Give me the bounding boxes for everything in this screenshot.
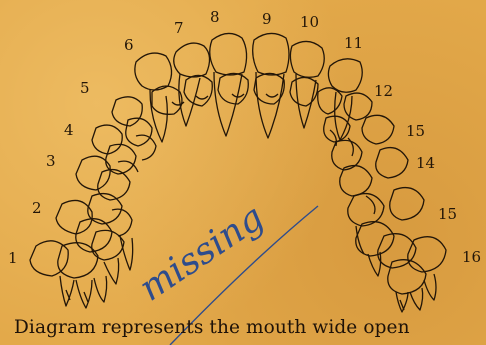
tooth-crown-16 [408,237,446,272]
tooth-number-4: 4 [64,121,74,139]
tooth-crown-2 [56,200,92,234]
tooth-number-6: 6 [124,36,134,54]
tooth-number-11: 11 [344,34,363,52]
tooth-crown-9 [253,33,289,75]
tooth-crown-3 [76,156,110,190]
front-teeth [135,33,362,142]
tooth-crown-7 [174,43,210,77]
tooth-number-2: 2 [32,199,42,217]
tooth-crown-13 [362,115,394,144]
tooth-number-1: 1 [8,249,18,267]
tooth-crown-11 [328,59,362,92]
right-teeth [324,93,446,312]
diagram-caption: Diagram represents the mouth wide open [14,317,410,338]
tooth-crown-10 [290,41,324,77]
tooth-crown-8 [210,33,247,75]
tooth-number-10: 10 [300,13,319,31]
tooth-number-5: 5 [80,79,90,97]
tooth-number-3: 3 [46,152,56,170]
tooth-number-16: 16 [462,248,481,266]
tooth-number-14: 14 [416,154,435,172]
tooth-number-12: 12 [374,82,393,100]
handwritten-missing: missing [132,197,271,309]
tooth-crown-14 [376,148,408,178]
tooth-crown-12 [344,93,372,120]
tooth-number-7: 7 [174,19,184,37]
tooth-crown-6 [135,53,172,90]
tooth-number-9: 9 [262,10,272,28]
tooth-number-8: 8 [210,8,220,26]
tooth-crown-4 [92,125,122,154]
tooth-number-15: 15 [438,205,457,223]
tooth-crown-15 [390,188,424,220]
tooth-number-13: 15 [406,122,425,140]
